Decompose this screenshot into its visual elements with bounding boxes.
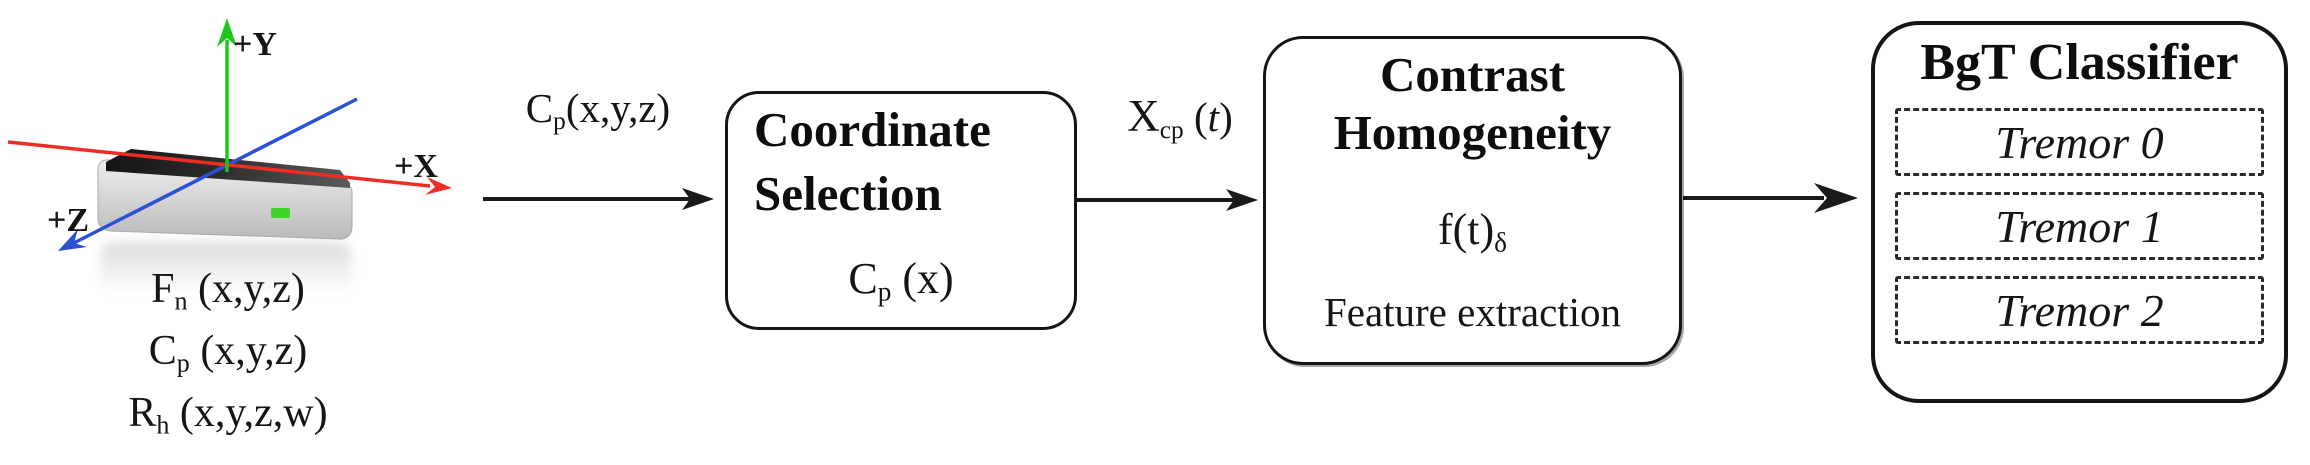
flow-arrow2-head bbox=[1226, 189, 1258, 211]
signal-cp: Cp (x,y,z) bbox=[28, 322, 428, 380]
signal-fn-base: F bbox=[151, 266, 175, 312]
arrow2-label-close-paren: ) bbox=[1219, 94, 1233, 140]
flow-arrow1-head bbox=[682, 188, 714, 210]
tremor-1-label: Tremor 1 bbox=[1995, 200, 2164, 252]
arrow1-label-args: (x,y,z) bbox=[565, 85, 671, 131]
coordinate-formula-args: (x) bbox=[891, 254, 954, 303]
coordinate-selection-formula: Cp (x) bbox=[728, 254, 1074, 307]
signal-rh-args: (x,y,z,w) bbox=[169, 390, 328, 436]
tremor-0-label: Tremor 0 bbox=[1995, 116, 2164, 168]
arrow2-label: Xcp (t) bbox=[1090, 91, 1270, 145]
signal-fn: Fn (x,y,z) bbox=[28, 260, 428, 318]
bgt-classifier-box: BgT Classifier Tremor 0 Tremor 1 Tremor … bbox=[1871, 21, 2288, 403]
signal-fn-subscript: n bbox=[174, 286, 188, 316]
contrast-formula-base: f(t) bbox=[1437, 205, 1495, 254]
contrast-formula-subscript: δ bbox=[1494, 227, 1508, 258]
arrow2-label-base: X bbox=[1127, 91, 1160, 141]
arrow2-label-subscript: cp bbox=[1159, 116, 1184, 145]
tremor-2-label: Tremor 2 bbox=[1995, 284, 2164, 336]
tremor-class-item: Tremor 2 bbox=[1895, 276, 2264, 344]
arrow1-label-base: C bbox=[525, 85, 554, 131]
arrow2-label-open-paren: ( bbox=[1183, 94, 1208, 140]
coordinate-selection-title-line1: Coordinate bbox=[754, 102, 991, 157]
coordinate-formula-base: C bbox=[848, 254, 878, 303]
x-axis-line bbox=[7, 140, 431, 188]
signal-cp-args: (x,y,z) bbox=[189, 328, 308, 374]
signal-rh-subscript: h bbox=[156, 410, 170, 440]
arrow2-label-variable: t bbox=[1207, 94, 1220, 140]
tremor-class-item: Tremor 0 bbox=[1895, 108, 2264, 176]
bgt-classifier-items: Tremor 0 Tremor 1 Tremor 2 bbox=[1895, 108, 2264, 344]
z-axis-line bbox=[65, 97, 358, 249]
signal-fn-args: (x,y,z) bbox=[187, 266, 305, 312]
contrast-homogeneity-title-line2: Homogeneity bbox=[1333, 105, 1612, 160]
z-axis-arrowhead bbox=[58, 229, 87, 251]
signal-cp-base: C bbox=[148, 328, 177, 374]
y-axis-label: +Y bbox=[233, 26, 277, 63]
feature-extraction-note: Feature extraction bbox=[1323, 289, 1622, 335]
signal-cp-subscript: p bbox=[176, 348, 190, 378]
coordinate-selection-title-line2: Selection bbox=[754, 166, 942, 221]
z-axis-label: +Z bbox=[47, 202, 90, 239]
device-led bbox=[271, 208, 290, 218]
contrast-homogeneity-formula: f(t)δ bbox=[1266, 205, 1679, 258]
flow-arrow3-head bbox=[1814, 183, 1858, 213]
x-axis-label: +X bbox=[394, 148, 438, 185]
signal-rh: Rh (x,y,z,w) bbox=[28, 384, 428, 442]
arrow1-label-subscript: p bbox=[553, 107, 566, 136]
coordinate-formula-subscript: p bbox=[877, 276, 892, 307]
x-axis-arrowhead bbox=[425, 177, 452, 195]
arrow1-label: Cp(x,y,z) bbox=[478, 85, 718, 133]
y-axis-arrowhead bbox=[217, 18, 237, 47]
contrast-homogeneity-title-line1: Contrast bbox=[1379, 47, 1566, 102]
bgt-classifier-title: BgT Classifier bbox=[1920, 34, 2239, 91]
tremor-class-item: Tremor 1 bbox=[1895, 192, 2264, 260]
contrast-homogeneity-box: Contrast Homogeneity f(t)δ Feature extra… bbox=[1263, 36, 1682, 365]
signal-rh-base: R bbox=[128, 390, 157, 436]
device-reflection bbox=[100, 242, 352, 294]
coordinate-selection-box: Coordinate Selection Cp (x) bbox=[725, 91, 1077, 330]
